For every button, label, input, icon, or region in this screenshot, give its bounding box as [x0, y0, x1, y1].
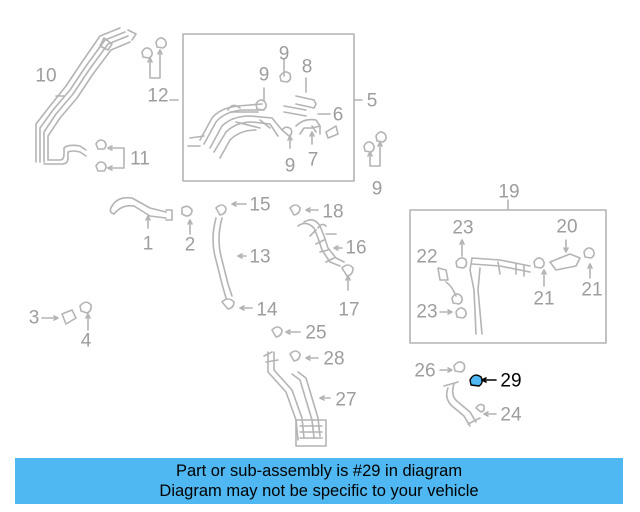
- callout-23b: 23: [416, 301, 438, 323]
- callout-25: 25: [305, 322, 327, 344]
- callout-9c: 9: [284, 155, 296, 177]
- callout-21b: 21: [581, 279, 603, 301]
- hose-1: [109, 196, 173, 229]
- callout-17: 17: [338, 299, 360, 321]
- callout-18: 18: [322, 201, 344, 223]
- callout-28: 28: [323, 348, 345, 370]
- clips-9-outside: [363, 131, 387, 167]
- pipe-assembly-27: [263, 326, 331, 447]
- callout-9d: 9: [371, 178, 383, 200]
- part-3-4: [41, 301, 92, 331]
- callout-5: 5: [366, 90, 378, 112]
- info-banner: Part or sub-assembly is #29 in diagram D…: [15, 458, 623, 504]
- callout-27: 27: [335, 389, 357, 411]
- hose-16: [289, 204, 354, 291]
- clip-2: [181, 205, 193, 235]
- callout-19: 19: [498, 181, 520, 203]
- callout-24: 24: [500, 404, 522, 426]
- callout-15: 15: [249, 194, 271, 216]
- hose-24: [439, 361, 497, 427]
- callout-21a: 21: [533, 288, 555, 310]
- callout-9a: 9: [278, 43, 290, 65]
- callout-13: 13: [249, 246, 271, 268]
- group-box-5: [182, 33, 355, 182]
- callout-9b: 9: [258, 64, 270, 86]
- banner-line-disclaimer: Diagram may not be specific to your vehi…: [159, 482, 479, 500]
- callout-26: 26: [414, 360, 436, 382]
- callout-4: 4: [80, 330, 92, 352]
- callout-10: 10: [35, 65, 57, 87]
- pipe-group-19: [437, 239, 595, 335]
- callout-2: 2: [184, 234, 196, 256]
- callout-lines-misc: [55, 95, 179, 101]
- callout-23a: 23: [452, 217, 474, 239]
- callout-20: 20: [556, 216, 578, 238]
- pipe-assembly-10: [35, 27, 137, 165]
- callout-lines-group-5: [263, 59, 363, 149]
- callout-11: 11: [130, 148, 150, 170]
- callout-7: 7: [307, 149, 319, 171]
- callout-3: 3: [28, 307, 40, 329]
- clips-11: [95, 139, 125, 172]
- callout-8: 8: [301, 56, 313, 78]
- callout-12: 12: [147, 85, 169, 107]
- banner-line-part: Part or sub-assembly is #29 in diagram: [175, 462, 463, 480]
- callout-arrow-29: [481, 377, 497, 383]
- highlighted-clip-29[interactable]: [469, 374, 483, 387]
- callout-22: 22: [416, 246, 438, 268]
- clips-12: [141, 37, 167, 79]
- callout-6: 6: [332, 104, 344, 126]
- callout-16: 16: [345, 237, 367, 259]
- callout-1: 1: [142, 233, 154, 255]
- hose-13: [212, 201, 253, 311]
- callout-14: 14: [256, 299, 278, 321]
- callout-29-highlighted: 29: [500, 370, 522, 392]
